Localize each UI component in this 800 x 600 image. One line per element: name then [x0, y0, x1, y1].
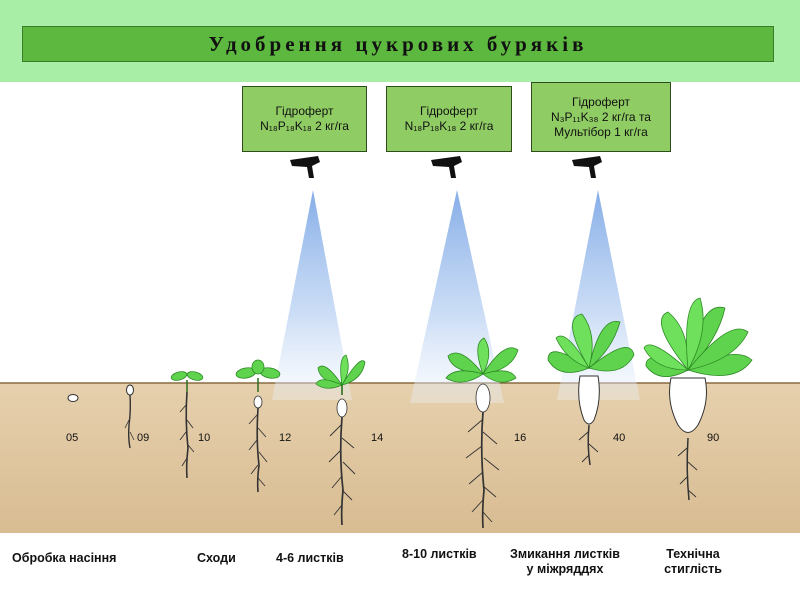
stage-label-8-10-leaves: 8-10 листків [402, 547, 477, 561]
fertilizer-box-1: Гідроферт N₁₈P₁₈K₁₈ 2 кг/га [242, 86, 367, 152]
fertilizer-name: Гідроферт [420, 104, 478, 118]
stage-number: 16 [514, 432, 527, 444]
seedling-10-icon [170, 371, 204, 479]
stage-number: 09 [137, 432, 150, 444]
stage-label-technical-maturity: Технічна стиглість [664, 547, 722, 576]
fertilizer-name: Гідроферт [572, 94, 630, 109]
seedling-12-icon [235, 359, 281, 493]
soil [0, 383, 800, 533]
fertilizer-box-2: Гідроферт N₁₈P₁₈K₁₈ 2 кг/га [386, 86, 512, 152]
germinating-seed-icon [124, 384, 135, 449]
spray-cone-3 [557, 190, 640, 400]
title-bar: Удобрення цукрових буряків [22, 26, 774, 62]
fertilizer-name: Гідроферт [275, 104, 334, 118]
sprayer-nozzle-icon [431, 156, 462, 178]
stage-number: 05 [66, 432, 79, 444]
plant-16-icon [445, 337, 519, 529]
stage-label-seed-treatment: Обробка насіння [12, 551, 117, 565]
fertilizer-dose: N₃P₁₁K₃₈ 2 кг/га та [551, 109, 651, 124]
sprayer-nozzle-icon [290, 156, 320, 178]
stage-label-emergence: Сходи [197, 551, 236, 565]
plant-90-icon [643, 297, 753, 501]
stage-label-canopy-closure: Змикання листків у міжряддях [510, 547, 620, 576]
stage-number: 90 [707, 432, 720, 444]
plant-40-icon [547, 313, 635, 466]
stage-number: 12 [279, 432, 292, 444]
page-title: Удобрення цукрових буряків [208, 31, 588, 56]
seed-icon [67, 394, 79, 402]
sprayer-nozzle-icon [572, 156, 602, 178]
fertilizer-dose: N₁₈P₁₈K₁₈ 2 кг/га [260, 119, 349, 133]
plant-14-icon [315, 354, 366, 526]
stage-number: 14 [371, 432, 384, 444]
fertilizer-dose: N₁₈P₁₈K₁₈ 2 кг/га [404, 119, 494, 133]
stage-number: 10 [198, 432, 211, 444]
fertilizer-box-3: Гідроферт N₃P₁₁K₃₈ 2 кг/га та Мультібор … [531, 82, 671, 152]
stage-label-4-6-leaves: 4-6 листків [276, 551, 344, 565]
stage-number: 40 [613, 432, 626, 444]
spray-cone-1 [272, 190, 352, 400]
fertilizer-extra: Мультібор 1 кг/га [554, 124, 648, 139]
